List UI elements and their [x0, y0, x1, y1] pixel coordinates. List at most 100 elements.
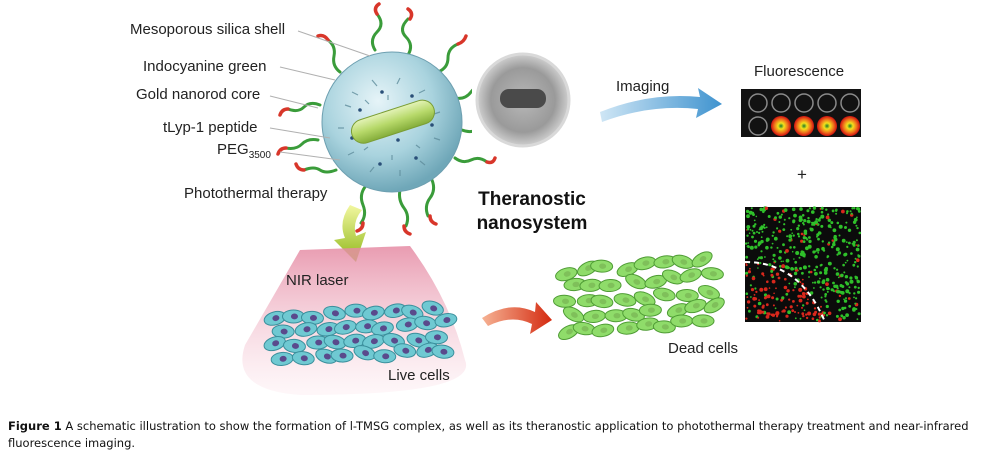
dead-cell: [671, 254, 694, 269]
live-stain-dot: [846, 245, 849, 248]
live-stain-dot: [794, 266, 798, 270]
live-stain-dot: [778, 256, 782, 260]
dead-stain-dot: [799, 281, 802, 284]
live-stain-dot: [760, 236, 763, 239]
dead-stain-dot: [750, 288, 755, 292]
dead-stain-dot: [798, 287, 803, 292]
live-dead-image: [744, 206, 862, 323]
dead-cells-cluster: [553, 251, 725, 340]
live-stain-dot: [797, 232, 800, 236]
live-stain-dot: [756, 231, 758, 233]
live-stain-dot: [821, 280, 826, 285]
live-stain-dot: [758, 231, 761, 234]
live-stain-dot: [816, 248, 820, 252]
live-stain-dot: [795, 251, 800, 255]
live-stain-dot: [836, 221, 840, 225]
live-stain-dot: [820, 210, 824, 214]
live-stain-dot: [853, 207, 856, 210]
live-stain-dot: [837, 276, 840, 279]
live-cell: [431, 344, 455, 359]
live-stain-dot: [827, 213, 830, 216]
dead-stain-dot: [812, 312, 817, 317]
live-stain-dot: [819, 271, 823, 275]
dead-stain-dot: [784, 277, 787, 281]
live-stain-dot: [848, 241, 851, 245]
live-stain-dot: [794, 260, 798, 264]
dead-stain-dot: [771, 279, 776, 284]
live-stain-dot: [752, 224, 756, 228]
dead-stain-dot: [765, 315, 770, 319]
live-stain-dot: [822, 288, 825, 291]
dead-cell: [590, 259, 614, 273]
live-cell: [283, 338, 306, 353]
dead-stain-dot: [763, 287, 768, 292]
live-stain-dot: [759, 261, 762, 265]
live-stain-dot: [763, 226, 766, 229]
live-stain-dot: [802, 304, 805, 307]
dead-stain-dot: [798, 298, 803, 303]
live-stain-dot: [808, 265, 811, 268]
live-stain-dot: [836, 253, 839, 256]
dead-cell: [670, 314, 694, 328]
dead-stain-dot: [811, 317, 815, 321]
dead-stain-dot: [772, 304, 775, 307]
dead-stain-dot: [747, 270, 752, 274]
live-stain-dot: [840, 314, 844, 318]
live-stain-dot: [746, 228, 750, 231]
leader-lines: [269, 30, 371, 161]
live-cell: [395, 317, 419, 332]
label-mesoporous-silica-shell: Mesoporous silica shell: [130, 21, 286, 38]
dead-stain-dot: [761, 310, 765, 314]
live-cell: [270, 351, 294, 367]
live-stain-dot: [748, 309, 751, 313]
dead-stain-dot: [796, 304, 799, 307]
live-stain-dot: [772, 258, 775, 261]
live-stain-dot: [746, 225, 751, 229]
live-stain-dot: [811, 223, 814, 226]
live-stain-dot: [776, 246, 779, 249]
live-stain-dot: [772, 253, 776, 257]
dead-stain-dot: [809, 270, 813, 274]
dead-stain-dot: [784, 306, 788, 309]
live-stain-dot: [798, 256, 801, 259]
live-stain-dot: [854, 302, 857, 305]
live-stain-dot: [750, 207, 753, 210]
live-stain-dot: [800, 250, 805, 255]
dead-cell: [613, 293, 637, 307]
live-stain-dot: [812, 281, 814, 284]
dead-stain-dot: [776, 314, 779, 317]
dead-stain-dot: [778, 320, 781, 322]
live-stain-dot: [820, 224, 824, 228]
live-stain-dot: [765, 226, 768, 229]
live-cell: [424, 330, 448, 345]
dead-cell: [638, 303, 662, 317]
dead-stain-dot: [805, 313, 808, 316]
live-stain-dot: [841, 285, 845, 288]
live-cell: [291, 351, 315, 366]
imaging-arrow: [600, 88, 722, 122]
live-stain-dot: [844, 275, 849, 279]
live-stain-dot: [820, 263, 823, 266]
label-fluorescence: Fluorescence: [754, 63, 845, 80]
live-stain-dot: [792, 234, 795, 237]
live-stain-dot: [857, 210, 861, 213]
live-stain-dot: [846, 259, 849, 262]
live-cell: [344, 303, 368, 318]
live-stain-dot: [854, 276, 859, 280]
live-stain-dot: [819, 277, 821, 280]
dead-stain-dot: [766, 312, 769, 315]
dead-stain-dot: [802, 314, 805, 318]
dead-cell: [700, 267, 724, 281]
dead-stain-dot: [800, 232, 804, 236]
dead-stain-dot: [770, 273, 774, 277]
dead-stain-dot: [771, 296, 775, 300]
live-stain-dot: [823, 311, 826, 315]
live-cell: [263, 310, 287, 326]
live-stain-dot: [805, 246, 809, 251]
live-stain-dot: [831, 209, 835, 213]
live-stain-dot: [814, 271, 818, 276]
live-stain-dot: [758, 256, 761, 259]
live-stain-dot: [798, 215, 803, 220]
live-stain-dot: [858, 231, 862, 235]
